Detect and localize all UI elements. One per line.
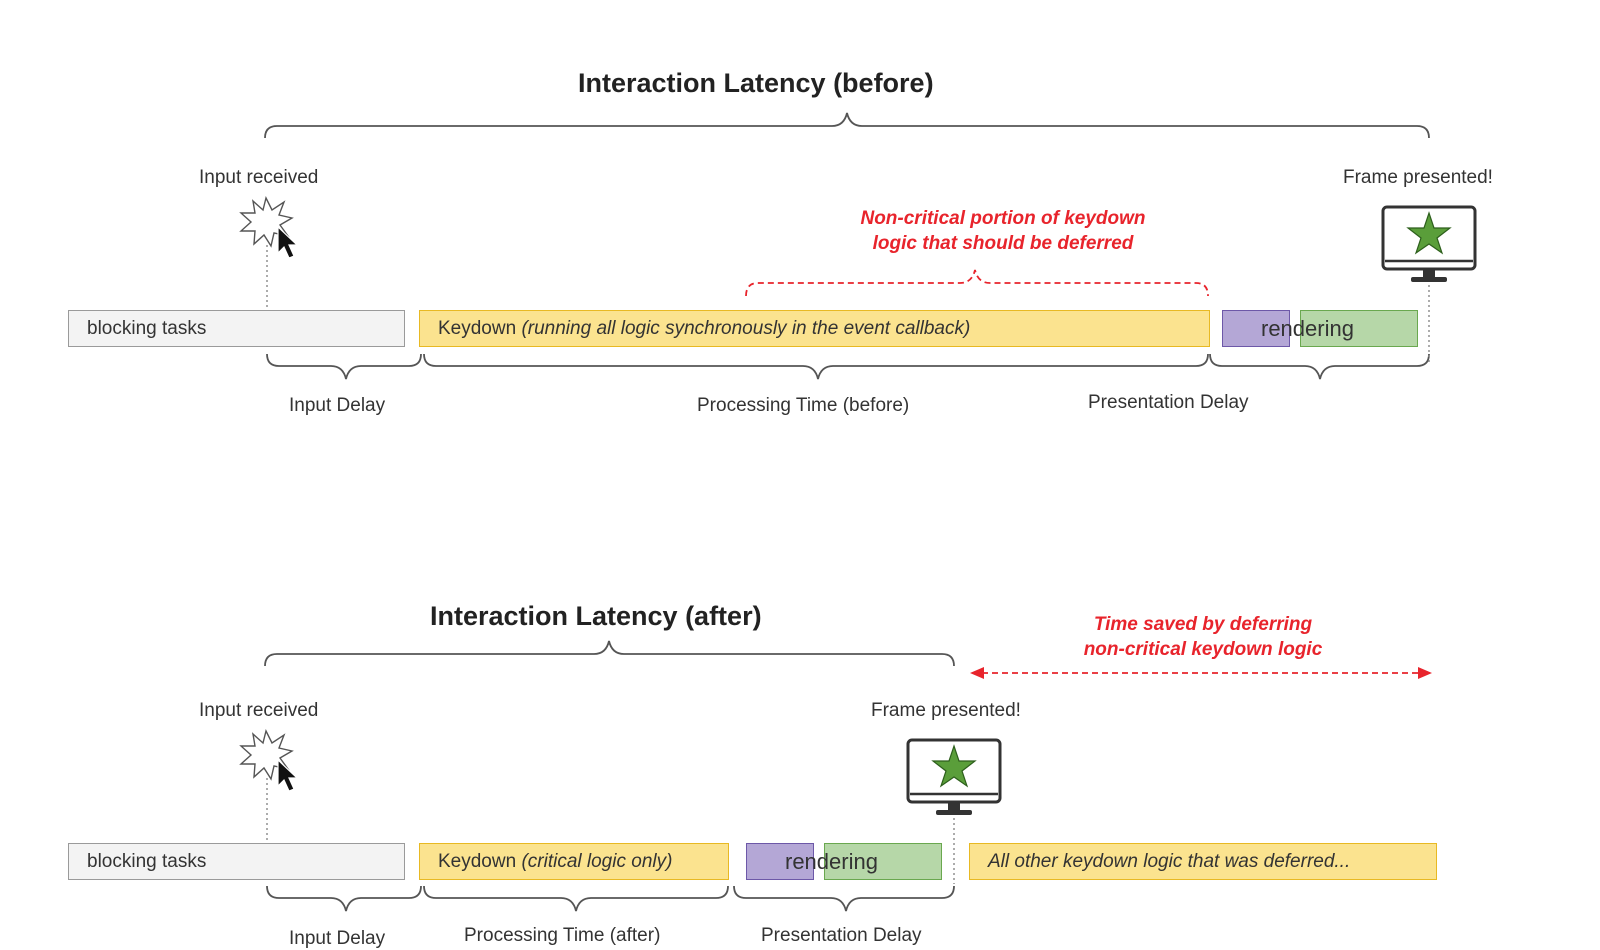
rendering-purple-block-before [1222,310,1290,347]
input-received-label-after: Input received [199,700,319,721]
cursor-icon [277,758,299,792]
blocking-tasks-before: blocking tasks [68,310,405,347]
keydown-label: Keydown [438,850,522,872]
brace-presentation-before [1209,353,1430,380]
deferred-note-line2: logic that should be deferred [872,233,1134,254]
brace-latency-after [264,640,955,667]
deferred-logic-task: All other keydown logic that was deferre… [969,843,1437,880]
deferred-logic-label: All other keydown logic that was deferre… [988,850,1351,872]
blocking-tasks-label: blocking tasks [87,317,207,339]
title-after: Interaction Latency (after) [430,601,762,631]
input-delay-label-after: Input Delay [289,928,386,949]
brace-processing-before [423,353,1209,380]
deferred-note-line1: Non-critical portion of keydown [860,208,1146,229]
deferred-portion-brace [745,269,1209,297]
rendering-label-before: rendering [1261,316,1354,341]
time-saved-note-line1: Time saved by deferring [1093,614,1313,635]
star-icon [931,744,977,788]
time-saved-note-line2: non-critical keydown logic [1083,639,1323,660]
brace-input-delay-before [266,353,422,380]
frame-presented-label-after: Frame presented! [871,700,1021,721]
keydown-detail: (running all logic synchronously in the … [521,317,971,339]
frame-presented-label-before: Frame presented! [1343,167,1493,188]
time-saved-arrow [970,667,1432,679]
rendering-green-block-after [824,843,942,880]
monitor-icon [1381,205,1477,282]
presentation-delay-label-after: Presentation Delay [761,925,922,946]
time-saved-note: Time saved by deferring non-critical key… [1048,612,1358,662]
brace-presentation-after [733,885,955,912]
presentation-delay-label-before: Presentation Delay [1088,392,1249,413]
keydown-task-after: Keydown (critical logic only) [419,843,729,880]
rendering-label-after: rendering [785,849,878,874]
rendering-purple-block-after [746,843,814,880]
rendering-green-block-before [1300,310,1418,347]
processing-time-label-after: Processing Time (after) [464,925,661,946]
input-delay-label-before: Input Delay [289,395,386,416]
deferred-note: Non-critical portion of keydown logic th… [838,206,1168,256]
keydown-label: Keydown [438,317,522,339]
brace-input-delay-after [266,885,422,912]
input-received-label-before: Input received [199,167,319,188]
brace-processing-after [423,885,729,912]
monitor-icon [906,738,1002,815]
keydown-detail: (critical logic only) [521,850,673,872]
blocking-tasks-after: blocking tasks [68,843,405,880]
star-icon [1406,211,1452,255]
blocking-tasks-label: blocking tasks [87,850,207,872]
title-before: Interaction Latency (before) [578,68,934,98]
brace-latency-before [264,112,1430,139]
keydown-task-before: Keydown (running all logic synchronously… [419,310,1210,347]
processing-time-label-before: Processing Time (before) [697,395,910,416]
cursor-icon [277,225,299,259]
